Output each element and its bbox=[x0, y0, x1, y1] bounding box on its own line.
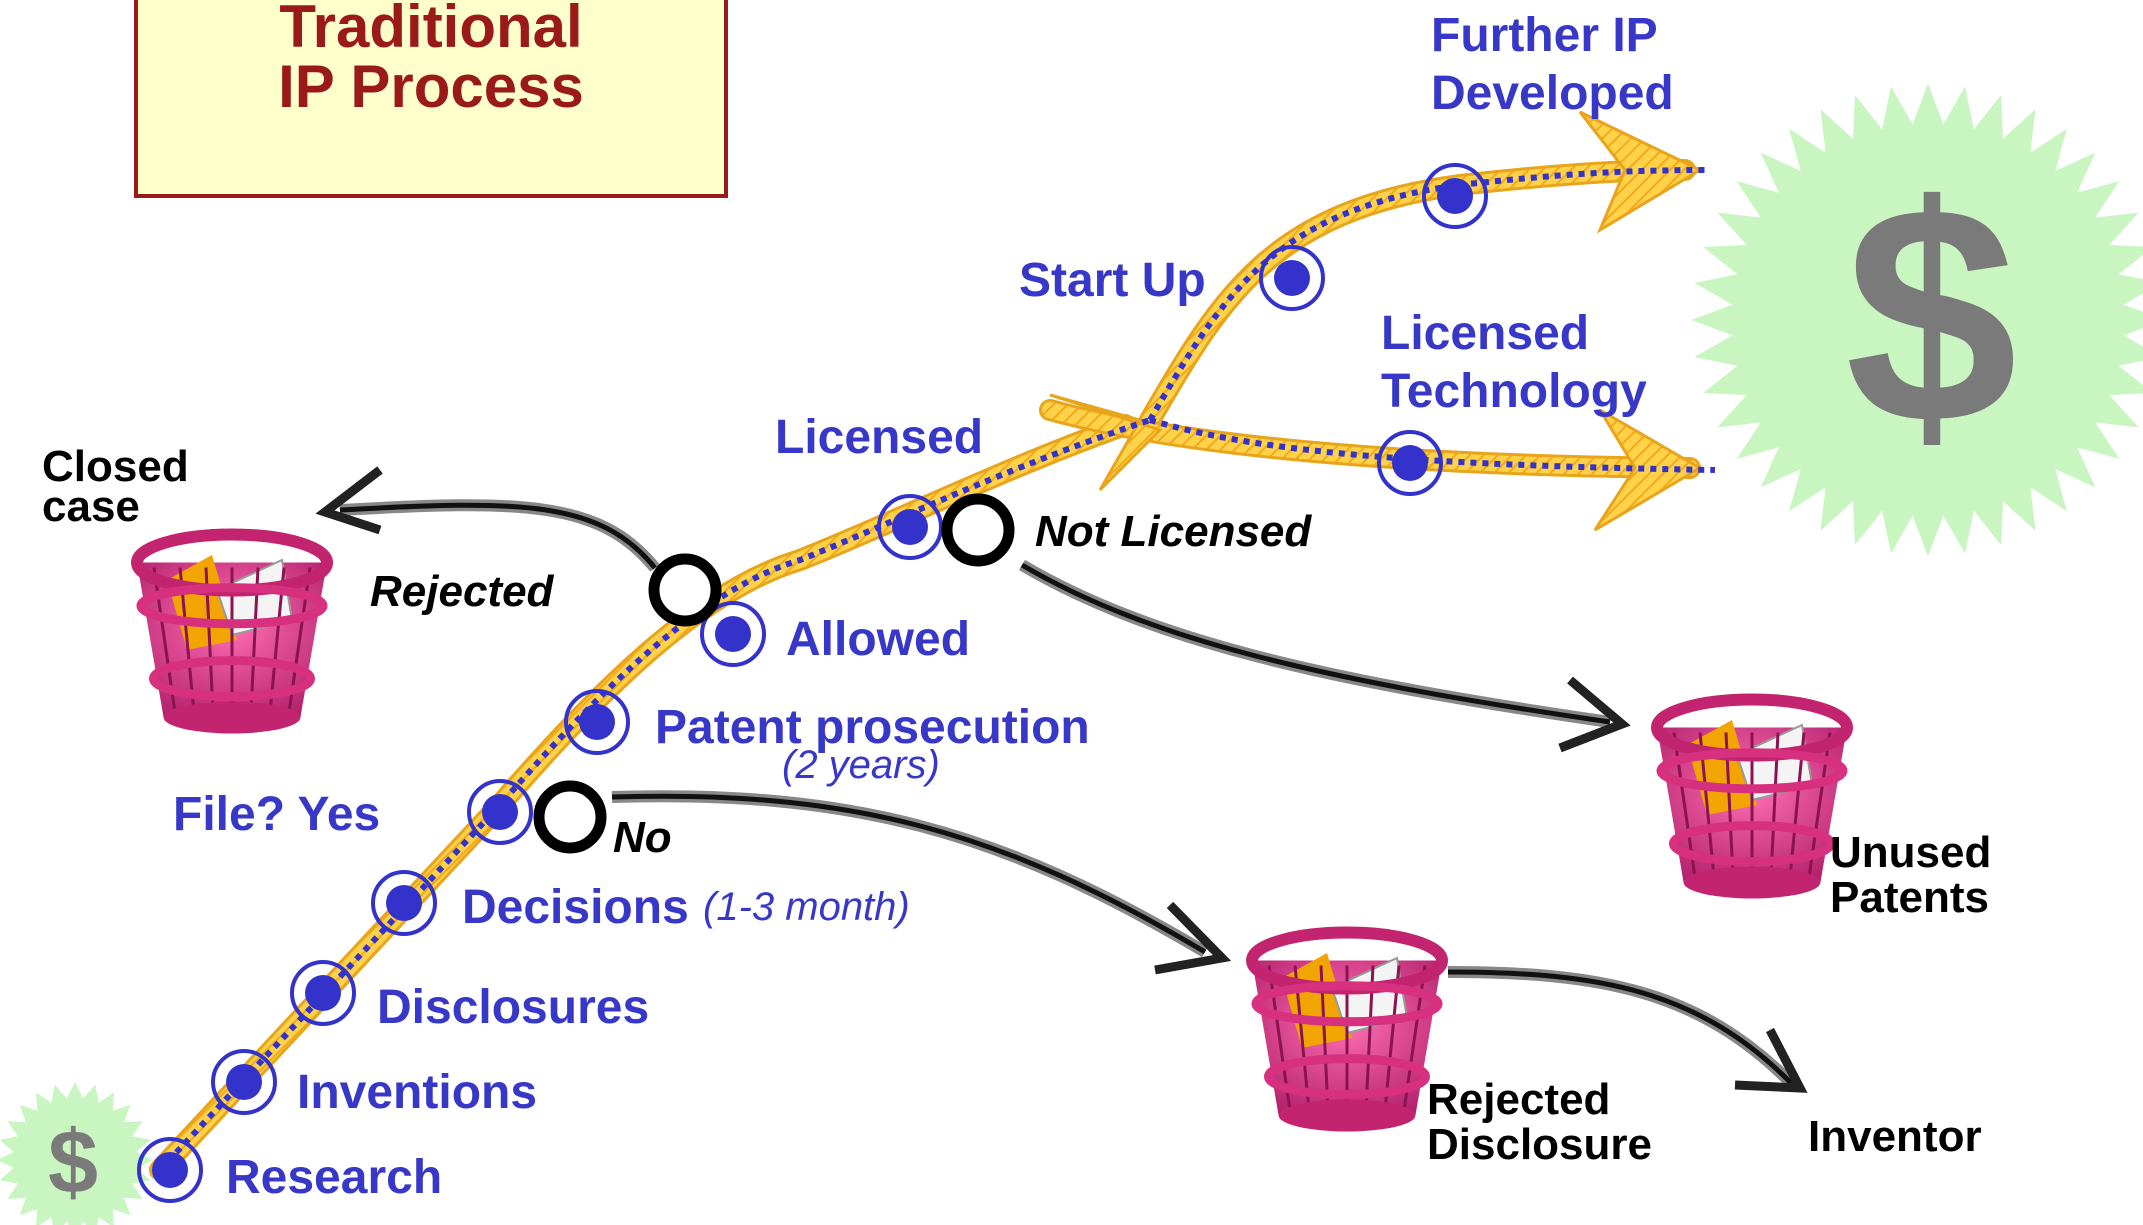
label-rejected: Rejected bbox=[370, 567, 554, 616]
label-licensed-technology: Licensed Technology bbox=[1381, 305, 1647, 421]
label-closed-case: Closed case bbox=[42, 442, 189, 531]
label-allowed: Allowed bbox=[786, 613, 971, 666]
title-line-2: IP Process bbox=[278, 53, 584, 120]
node-licensed bbox=[877, 494, 943, 560]
label-research: Research bbox=[226, 1151, 443, 1204]
rejected-disclosure-line-2: Disclosure bbox=[1427, 1120, 1652, 1169]
node-start-up bbox=[1259, 245, 1325, 311]
big-dollar-sign: $ bbox=[1845, 141, 2018, 488]
label-rejected-disclosure: Rejected Disclosure bbox=[1427, 1077, 1652, 1167]
further-ip-line-1: Further IP bbox=[1431, 9, 1658, 62]
basket-rejected-disclosure bbox=[1246, 926, 1448, 1132]
small-dollar-burst bbox=[0, 1082, 153, 1225]
label-no: No bbox=[613, 813, 672, 862]
label-patent-prosecution: Patent prosecution bbox=[655, 701, 1090, 754]
node-allowed bbox=[700, 601, 766, 667]
label-prosecution-time: (2 years) bbox=[782, 743, 940, 787]
large-dollar-burst bbox=[1691, 83, 2143, 557]
further-ip-line-2: Developed bbox=[1431, 67, 1674, 120]
node-disclosures bbox=[290, 960, 356, 1026]
label-not-licensed: Not Licensed bbox=[1035, 507, 1312, 556]
licensed-technology-line-1: Licensed bbox=[1381, 307, 1590, 360]
licensed-technology-line-2: Technology bbox=[1381, 365, 1647, 418]
unused-patents-line-2: Patents bbox=[1830, 873, 1989, 922]
label-file-yes: File? Yes bbox=[173, 788, 381, 841]
node-decisions bbox=[371, 870, 437, 936]
closed-case-line-1: Closed bbox=[42, 442, 189, 491]
unused-patents-line-1: Unused bbox=[1830, 828, 1992, 877]
rejected-disclosure-line-1: Rejected bbox=[1427, 1075, 1611, 1124]
node-rejected bbox=[648, 553, 722, 627]
arrow-not-licensed-to-unused bbox=[1018, 559, 1611, 728]
label-further-ip: Further IP Developed bbox=[1431, 7, 1674, 123]
title-line-1: Traditional bbox=[279, 0, 583, 60]
node-inventions bbox=[211, 1049, 277, 1115]
closed-case-line-2: case bbox=[42, 482, 140, 531]
node-research bbox=[137, 1137, 203, 1203]
label-inventions: Inventions bbox=[297, 1066, 538, 1119]
basket-unused-patents bbox=[1651, 693, 1853, 899]
node-prosecution bbox=[564, 689, 630, 755]
label-unused-patents: Unused Patents bbox=[1830, 830, 1991, 920]
node-not-licensed bbox=[941, 493, 1015, 567]
label-start-up: Start Up bbox=[1019, 254, 1206, 307]
label-decisions-time: (1-3 month) bbox=[703, 885, 910, 929]
label-decisions: Decisions bbox=[462, 881, 689, 934]
node-no bbox=[533, 780, 607, 854]
process-nodes bbox=[137, 163, 1488, 1203]
label-inventor: Inventor bbox=[1808, 1112, 1982, 1161]
node-file bbox=[467, 779, 533, 845]
basket-closed-case bbox=[131, 528, 333, 734]
main-path-dots bbox=[157, 167, 1716, 1173]
small-dollar-sign: $ bbox=[48, 1113, 99, 1213]
title-box: Traditional IP Process bbox=[134, 0, 728, 198]
wastebaskets bbox=[131, 528, 1853, 1132]
node-licensed-technology bbox=[1377, 430, 1443, 496]
label-disclosures: Disclosures bbox=[377, 981, 650, 1034]
outcome-arrows bbox=[315, 466, 1808, 1093]
node-further-ip bbox=[1422, 163, 1488, 229]
label-licensed: Licensed bbox=[775, 411, 984, 464]
arrow-rejected-to-closed-case bbox=[339, 499, 660, 572]
